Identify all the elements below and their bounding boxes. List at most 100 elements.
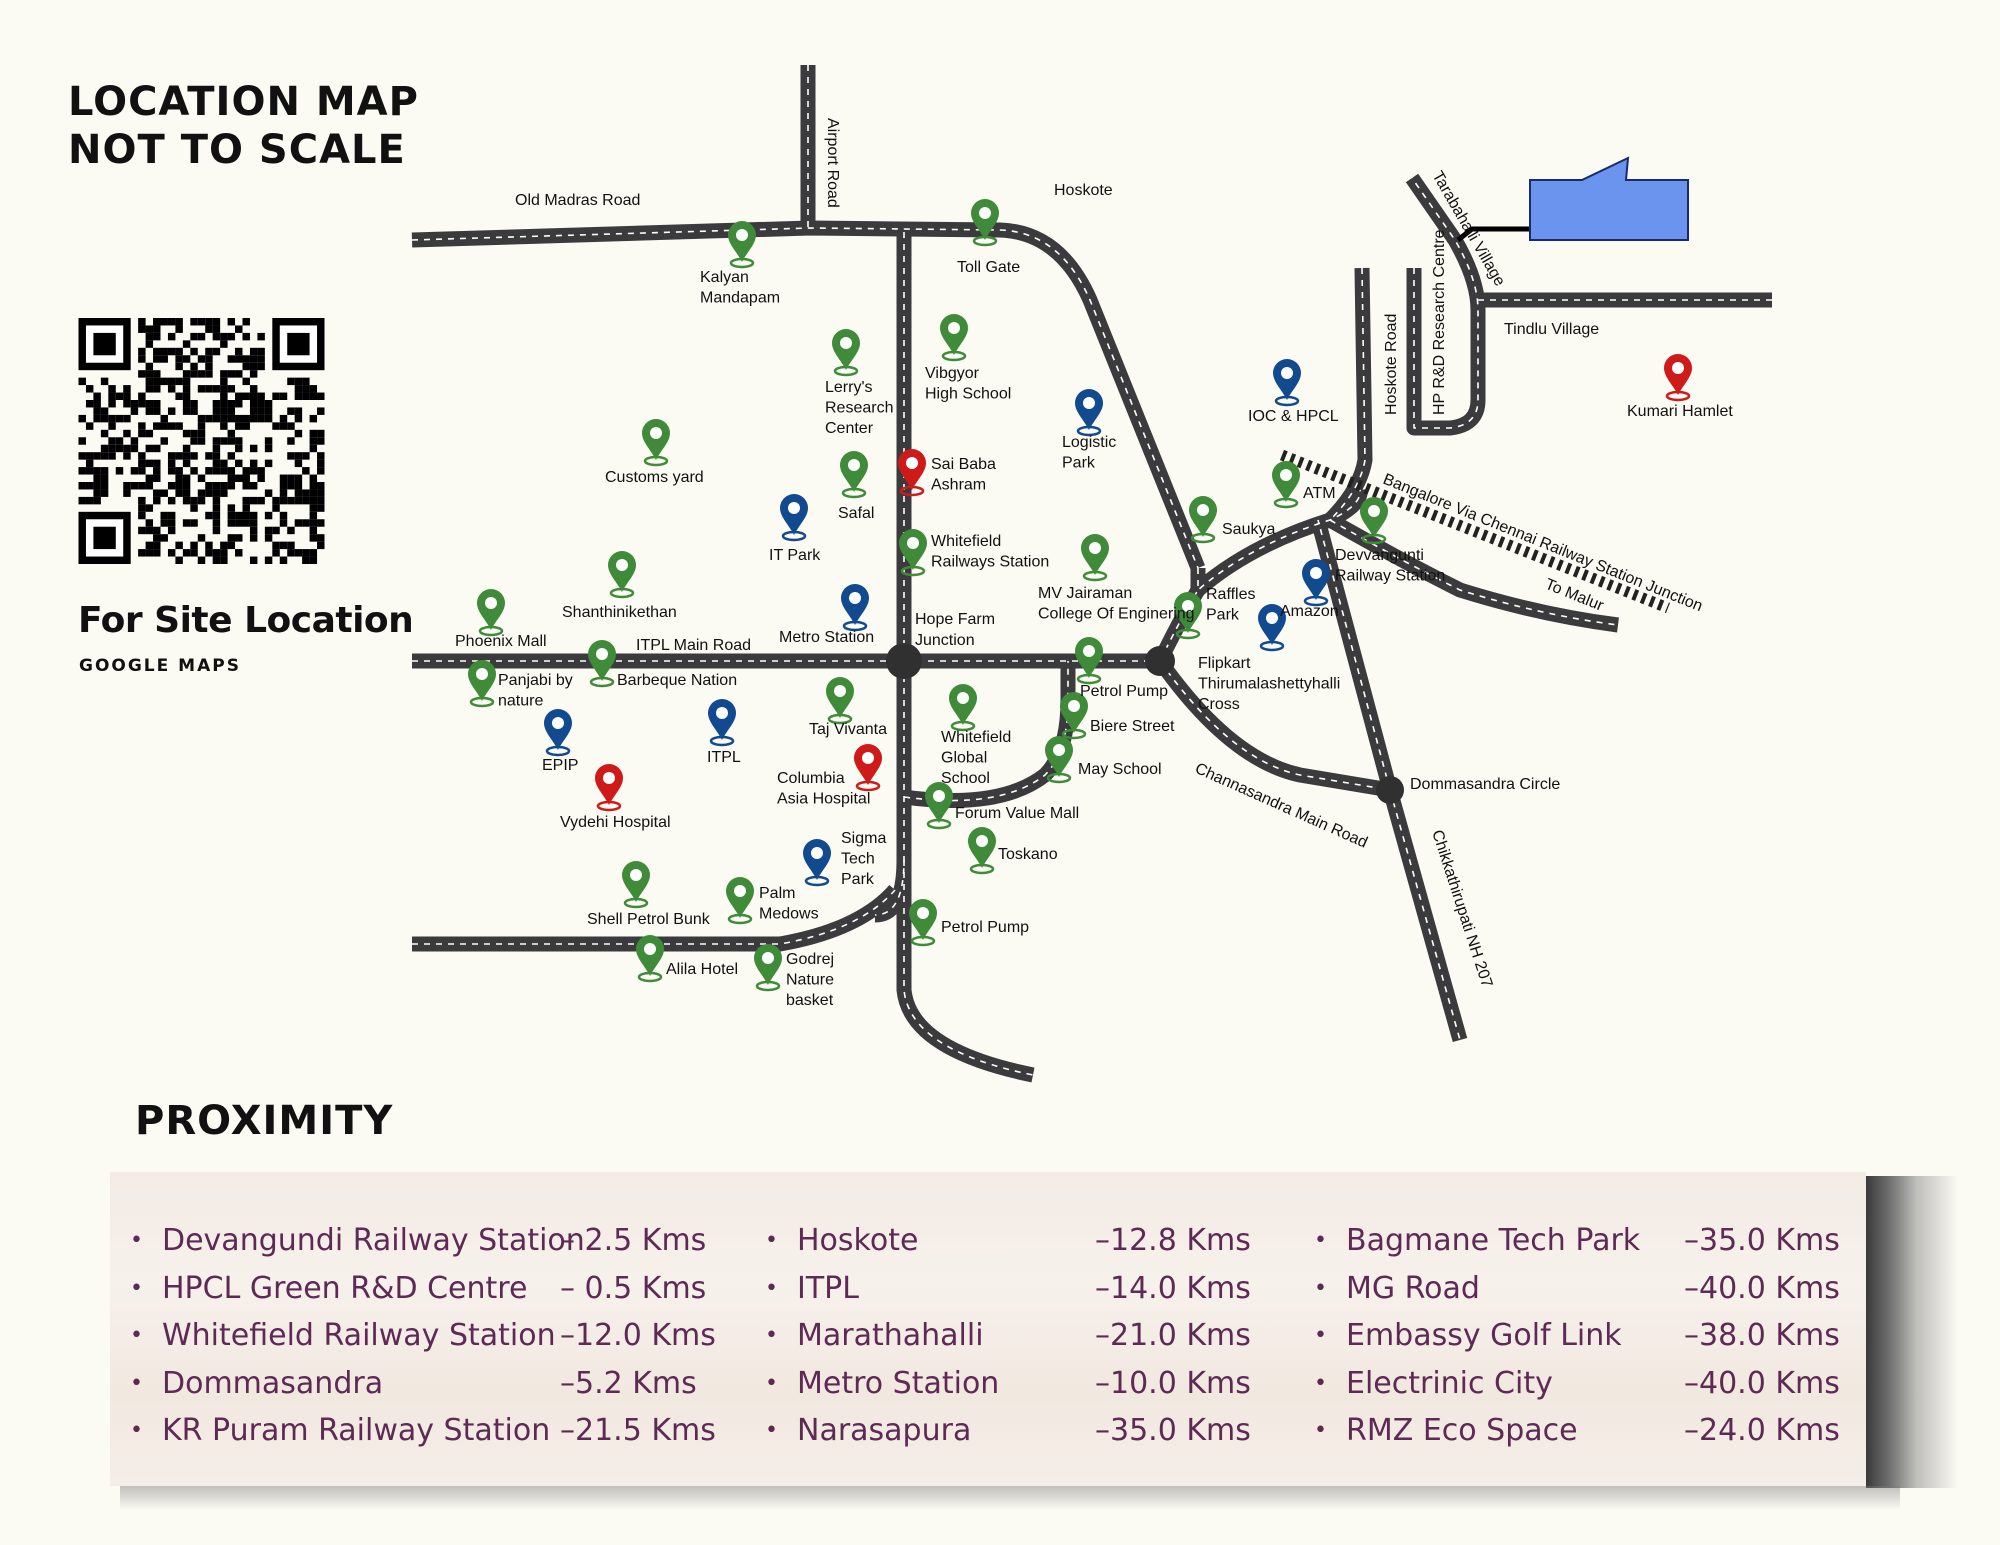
- kalyan-label: Kalyan: [700, 269, 749, 286]
- road-label-hope-farm-2: Junction: [915, 632, 975, 649]
- wgs-label: School: [941, 770, 990, 787]
- bullet-icon: •: [1314, 1275, 1327, 1301]
- qr-code[interactable]: [78, 318, 325, 564]
- saibaba-label: Ashram: [931, 477, 986, 494]
- lerry-pin-icon[interactable]: [832, 329, 860, 377]
- wgs-label: Global: [941, 750, 987, 767]
- devang-pin-icon[interactable]: [1360, 497, 1388, 545]
- wgs-label: Whitefield: [941, 729, 1011, 746]
- bullet-icon: •: [765, 1228, 778, 1253]
- godrej-pin-icon[interactable]: [754, 944, 782, 992]
- columbia-pin-icon[interactable]: [854, 744, 882, 792]
- panjabi-pin-icon[interactable]: [468, 660, 496, 708]
- petrol2-label: Petrol Pump: [941, 919, 1029, 936]
- roads: [411, 65, 1772, 1083]
- wfstation-pin-icon[interactable]: [899, 529, 927, 577]
- flipkart-label: Thirumalashettyhalli: [1198, 676, 1340, 693]
- proximity-distance: –40.0 Kms: [1684, 1270, 1840, 1306]
- flipkart-pin-icon[interactable]: [1258, 604, 1286, 652]
- sigma-pin-icon[interactable]: [803, 839, 831, 887]
- palm-label: Palm: [759, 885, 795, 902]
- columbia-label: Asia Hospital: [777, 791, 870, 808]
- proximity-place: Electrinic City: [1346, 1365, 1553, 1401]
- wfstation-label: Railways Station: [931, 554, 1049, 571]
- palm-pin-icon[interactable]: [726, 877, 754, 925]
- map-title: LOCATION MAP NOT TO SCALE: [68, 78, 419, 174]
- petrol1-label: Petrol Pump: [1080, 683, 1168, 700]
- taj-pin-icon[interactable]: [826, 677, 854, 725]
- epip-pin-icon[interactable]: [544, 709, 572, 757]
- godrej-label: Godrej: [786, 951, 834, 968]
- itpark-label: IT Park: [769, 547, 821, 564]
- wgs-pin-icon[interactable]: [949, 684, 977, 732]
- proximity-distance: –12.0 Kms: [560, 1318, 716, 1353]
- barbeque-pin-icon[interactable]: [588, 640, 616, 688]
- petrol2-pin-icon[interactable]: [909, 899, 937, 947]
- shell-pin-icon[interactable]: [622, 861, 650, 909]
- saukya-label: Saukya: [1222, 521, 1275, 538]
- raffles-label: Park: [1206, 607, 1240, 624]
- road-label-hope-farm-1: Hope Farm: [915, 611, 995, 628]
- vibgyor-pin-icon[interactable]: [940, 314, 968, 362]
- proximity-place: MG Road: [1346, 1270, 1480, 1306]
- mvj-pin-icon[interactable]: [1081, 534, 1109, 582]
- may-pin-icon[interactable]: [1045, 736, 1073, 784]
- proximity-place: ITPL: [797, 1270, 859, 1306]
- ioc-pin-icon[interactable]: [1273, 359, 1301, 407]
- tollgate-pin-icon[interactable]: [971, 199, 999, 247]
- bullet-icon: •: [1314, 1323, 1327, 1348]
- phoenix-pin-icon[interactable]: [477, 589, 505, 637]
- customs-pin-icon[interactable]: [642, 419, 670, 467]
- vibgyor-label: Vibgyor: [925, 365, 980, 382]
- sigma-label: Tech: [841, 851, 875, 868]
- proximity-distance: –35.0 Kms: [1095, 1413, 1251, 1448]
- place-pins: [468, 199, 1692, 992]
- raffles-pin-icon[interactable]: [1174, 592, 1202, 640]
- toskano-pin-icon[interactable]: [968, 827, 996, 875]
- proximity-place: Narasapura: [797, 1413, 972, 1448]
- proximity-distance: –14.0 Kms: [1095, 1270, 1251, 1306]
- logistic-pin-icon[interactable]: [1075, 389, 1103, 437]
- proximity-place: Bagmane Tech Park: [1346, 1223, 1641, 1258]
- proximity-distance: – 0.5 Kms: [560, 1270, 707, 1306]
- petrol1-pin-icon[interactable]: [1075, 637, 1103, 685]
- devang-label: Devvangunti: [1335, 547, 1424, 564]
- itpark-pin-icon[interactable]: [780, 494, 808, 542]
- safal-pin-icon[interactable]: [840, 451, 868, 499]
- alila-pin-icon[interactable]: [636, 935, 664, 983]
- proximity-place: Whitefield Railway Station: [162, 1318, 556, 1353]
- panjabi-label: Panjabi by: [498, 672, 573, 689]
- devang-label: Railway Station: [1335, 568, 1445, 585]
- kalyan-pin-icon[interactable]: [728, 221, 756, 269]
- saibaba-pin-icon[interactable]: [898, 449, 926, 497]
- hope-farm-junction-dot: [886, 643, 922, 679]
- bullet-icon: •: [130, 1370, 143, 1396]
- proximity-place: Devangundi Railway Station: [162, 1223, 585, 1258]
- forum-label: Forum Value Mall: [955, 805, 1079, 822]
- biere-pin-icon[interactable]: [1060, 692, 1088, 740]
- junctions: [886, 643, 1404, 804]
- flipkart-label: Cross: [1198, 696, 1240, 713]
- kumari-pin-icon[interactable]: [1664, 354, 1692, 402]
- biere-label: Biere Street: [1090, 718, 1175, 735]
- board-shadow: [1866, 1176, 1958, 1488]
- proximity-place: RMZ Eco Space: [1346, 1413, 1578, 1448]
- metro-label: Metro Station: [779, 629, 874, 646]
- itpl-pin-icon[interactable]: [708, 699, 736, 747]
- metro-pin-icon[interactable]: [841, 584, 869, 632]
- saukya-pin-icon[interactable]: [1189, 496, 1217, 544]
- atm-pin-icon[interactable]: [1272, 461, 1300, 509]
- forum-pin-icon[interactable]: [925, 782, 953, 830]
- barbeque-label: Barbeque Nation: [617, 672, 737, 689]
- channasandra-junction-dot: [1145, 646, 1175, 676]
- site-location-box[interactable]: [1529, 156, 1689, 241]
- bullet-icon: •: [765, 1370, 778, 1396]
- proximity-distance: –12.8 Kms: [1095, 1223, 1251, 1258]
- proximity-board: [110, 1172, 1866, 1486]
- logistic-label: Park: [1062, 455, 1096, 472]
- site-connector: [1456, 226, 1532, 242]
- vydehi-pin-icon[interactable]: [595, 764, 623, 812]
- amazon-pin-icon[interactable]: [1302, 559, 1330, 607]
- shanthi-pin-icon[interactable]: [608, 551, 636, 599]
